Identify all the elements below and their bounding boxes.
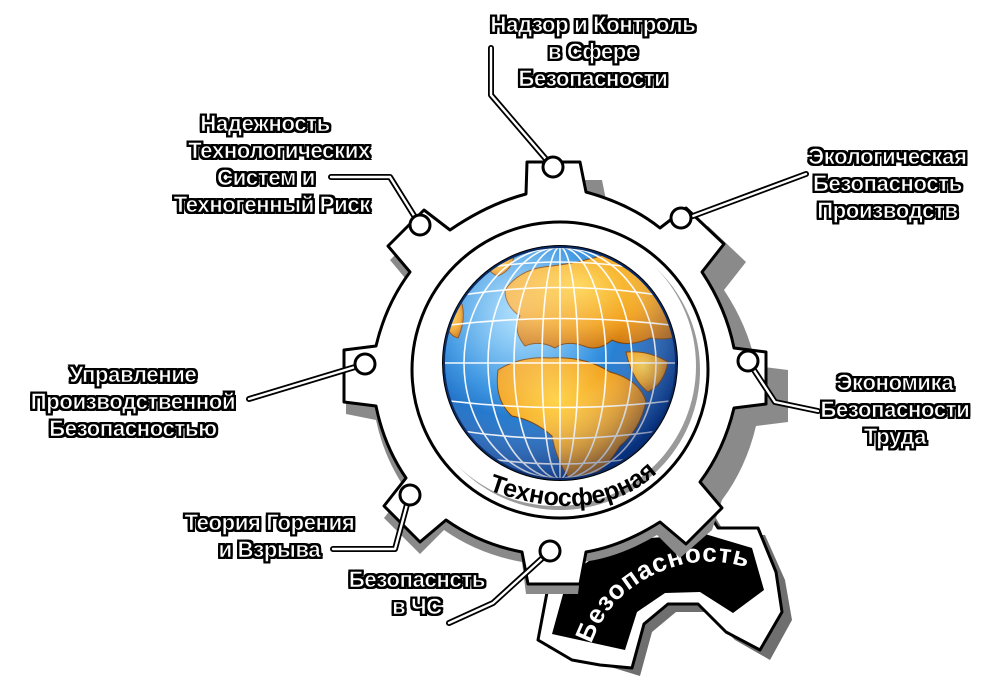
node-ekonomika: [736, 349, 760, 373]
label-chs-line-2: в ЧС: [392, 594, 443, 620]
label-ekolog-line-3: Производств: [817, 198, 958, 224]
label-chs-line-1: Безопаснсть: [348, 567, 486, 593]
node-nadezhnost: [408, 213, 432, 237]
label-nadezhnost-line-2: Технологических: [188, 138, 371, 164]
label-nadzor-line-3: Безопасности: [518, 66, 668, 92]
label-ekolog-line-1: Экологическая: [808, 144, 967, 170]
small-gear-band: [552, 534, 764, 650]
label-teoria: Теория Горения и Взрыва: [167, 509, 372, 563]
label-upravlenie: Управление Производственной Безопасность…: [18, 361, 248, 442]
label-nadezhnost-line-1: Надежность: [200, 111, 331, 137]
label-upravlenie-line-2: Производственной: [30, 389, 236, 415]
label-nadzor: Надзор и Контроль в Сфере Безопасности: [478, 11, 708, 92]
label-chs: Безопаснсть в ЧС: [337, 566, 497, 620]
connector-nodes: [353, 155, 760, 563]
label-nadezhnost: Надежность Технологических Систем и Техн…: [150, 110, 370, 218]
label-ekonomika-line-1: Экономика: [836, 370, 954, 396]
label-upravlenie-line-3: Безопасностью: [49, 416, 217, 442]
connectors: [246, 45, 821, 626]
globe: [442, 245, 678, 481]
label-nadzor-line-2: в Сфере: [547, 39, 639, 65]
label-ekonomika: Экономика Безопасности Труда: [810, 369, 980, 450]
label-nadezhnost-line-4: Техногенный Риск: [173, 192, 370, 218]
label-nadzor-line-1: Надзор и Контроль: [490, 12, 696, 38]
label-upravlenie-line-1: Управление: [69, 362, 197, 388]
node-ekolog: [669, 206, 693, 230]
label-ekolog: Экологическая Безопасность Производств: [795, 143, 980, 224]
label-nadezhnost-line-3: Систем и: [217, 165, 316, 191]
node-nadzor: [541, 155, 565, 179]
label-teoria-line-2: и Взрыва: [218, 537, 321, 563]
label-teoria-line-1: Теория Горения: [184, 510, 355, 536]
node-upravlenie: [353, 352, 377, 376]
node-chs: [538, 539, 562, 563]
label-ekonomika-line-3: Труда: [863, 424, 927, 450]
label-ekonomika-line-2: Безопасности: [820, 397, 970, 423]
label-ekolog-line-2: Безопасность: [812, 171, 963, 197]
node-teoria: [398, 483, 422, 507]
